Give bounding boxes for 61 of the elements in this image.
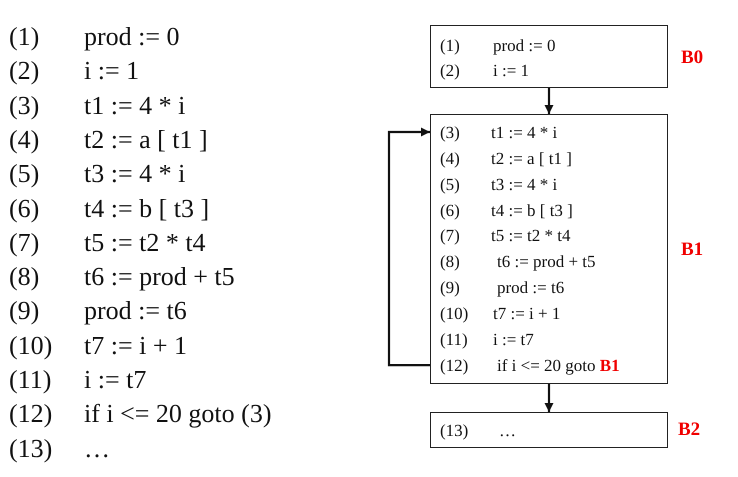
line-number: (9) xyxy=(9,296,40,326)
line-number: (9) xyxy=(440,278,460,298)
code-statement: … xyxy=(499,420,516,440)
code-statement: t7 := i + 1 xyxy=(84,330,187,361)
code-statement: if i <= 20 goto B1 xyxy=(497,356,620,376)
code-statement: t6 := prod + t5 xyxy=(84,262,235,292)
code-statement: prod := 0 xyxy=(493,36,556,56)
line-number: (6) xyxy=(440,200,460,220)
line-number: (4) xyxy=(9,124,40,155)
code-statement: t6 := prod + t5 xyxy=(497,252,596,272)
block-label: B0 xyxy=(681,47,704,69)
line-number: (1) xyxy=(9,22,40,52)
line-number: (1) xyxy=(440,36,460,56)
code-statement: … xyxy=(84,434,110,464)
line-number: (13) xyxy=(440,420,468,440)
code-statement: i := 1 xyxy=(84,56,140,86)
basic-block-box xyxy=(430,114,668,384)
arrow xyxy=(544,88,554,114)
code-statement: t4 := b [ t3 ] xyxy=(84,194,210,224)
code-statement: i := t7 xyxy=(493,330,534,350)
code-statement: t3 := 4 * i xyxy=(84,159,186,190)
code-statement: t2 := a [ t1 ] xyxy=(491,148,572,168)
block-label: B1 xyxy=(681,239,704,261)
line-number: (8) xyxy=(9,262,40,292)
code-statement: t7 := i + 1 xyxy=(493,304,560,324)
line-number: (12) xyxy=(440,356,468,376)
line-number: (3) xyxy=(9,90,40,120)
code-statement: i := 1 xyxy=(493,61,530,81)
line-number: (8) xyxy=(440,252,460,272)
code-statement: t1 := 4 * i xyxy=(491,122,558,142)
code-statement: prod := 0 xyxy=(84,22,180,52)
block-label: B2 xyxy=(678,419,700,441)
basic-block-box xyxy=(430,25,668,88)
code-statement: t4 := b [ t3 ] xyxy=(491,200,573,220)
basic-block-box xyxy=(430,412,668,448)
line-number: (7) xyxy=(9,228,40,258)
code-statement: t3 := 4 * i xyxy=(491,174,558,194)
line-number: (6) xyxy=(9,194,40,224)
line-number: (3) xyxy=(440,122,460,142)
line-number: (13) xyxy=(9,434,52,464)
loop-arrow xyxy=(388,128,430,366)
code-statement: t5 := t2 * t4 xyxy=(84,228,206,258)
line-number: (11) xyxy=(9,365,52,395)
line-number: (10) xyxy=(440,304,468,324)
line-number: (2) xyxy=(9,56,40,86)
code-statement: prod := t6 xyxy=(84,296,187,326)
line-number: (12) xyxy=(9,399,52,430)
code-statement: t5 := t2 * t4 xyxy=(491,226,570,246)
line-number: (7) xyxy=(440,226,460,246)
code-statement: if i <= 20 goto (3) xyxy=(84,399,272,430)
line-number: (2) xyxy=(440,61,460,81)
code-statement: i := t7 xyxy=(84,365,146,395)
code-statement: prod := t6 xyxy=(497,278,564,298)
arrow xyxy=(544,384,554,412)
line-number: (10) xyxy=(9,330,52,361)
line-number: (5) xyxy=(440,174,460,194)
line-number: (11) xyxy=(440,330,468,350)
line-number: (4) xyxy=(440,148,460,168)
line-number: (5) xyxy=(9,159,40,190)
code-statement: t2 := a [ t1 ] xyxy=(84,124,208,155)
code-statement: t1 := 4 * i xyxy=(84,90,186,120)
